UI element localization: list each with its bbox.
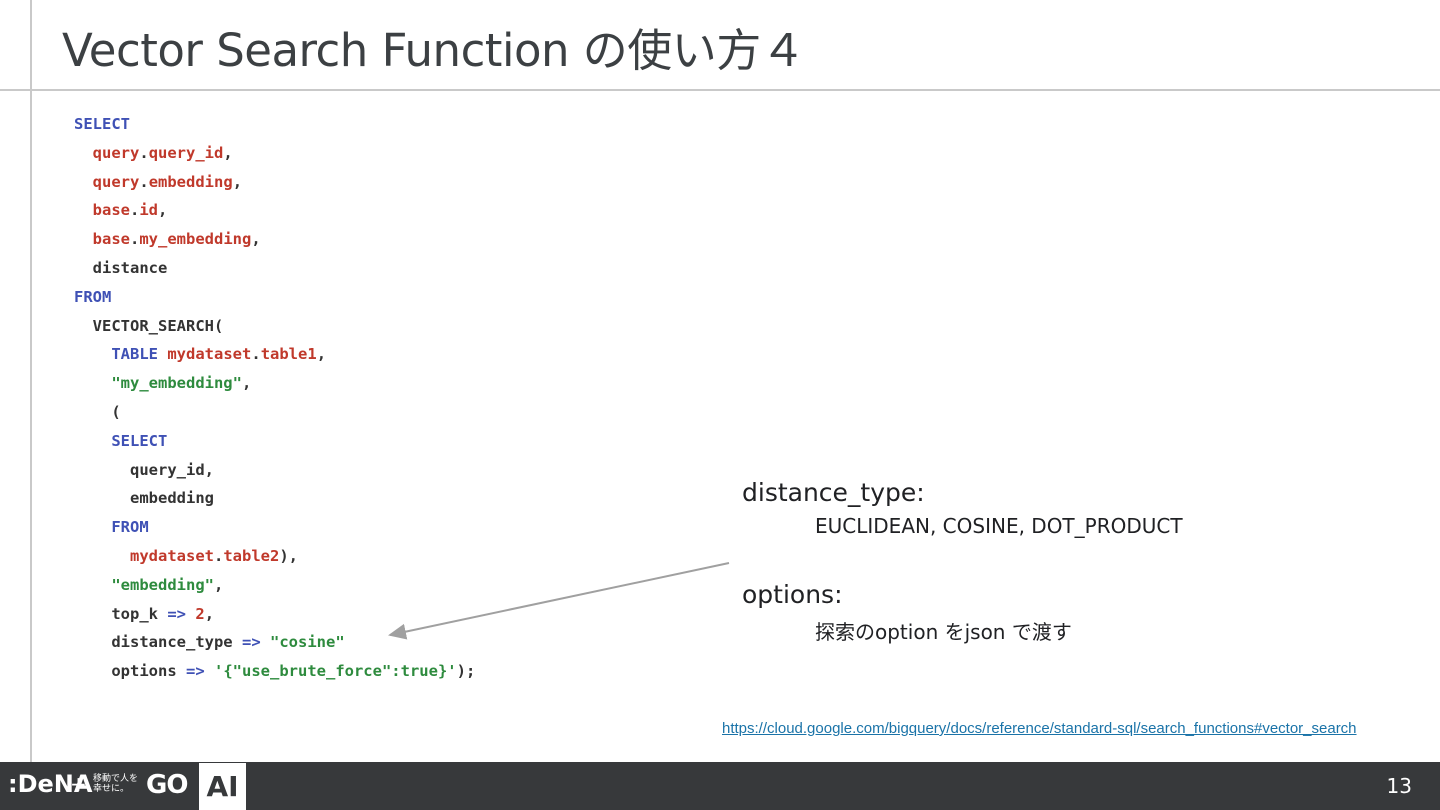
code-line: VECTOR_SEARCH( — [74, 312, 475, 341]
title-rule — [0, 89, 1440, 91]
page-number: 13 — [1386, 774, 1412, 798]
keyword: SELECT — [74, 115, 130, 133]
punct: ( — [111, 402, 121, 421]
go-logo: GO — [146, 770, 188, 800]
identifier: table1 — [260, 345, 317, 364]
distance-type-values: EUCLIDEAN, COSINE, DOT_PRODUCT — [815, 514, 1183, 538]
ai-badge: AI — [199, 763, 246, 810]
code-line: distance_type => "cosine" — [74, 628, 475, 657]
punct: . — [139, 172, 149, 191]
distance-type-label: distance_type: — [742, 478, 925, 507]
code-line: FROM — [74, 283, 475, 312]
punct: . — [130, 230, 140, 249]
code-line: mydataset.table2), — [74, 542, 475, 571]
identifier: base — [92, 230, 130, 249]
identifier: id — [139, 201, 159, 220]
reference-link[interactable]: https://cloud.google.com/bigquery/docs/r… — [722, 720, 1357, 737]
identifier: mydataset — [167, 345, 252, 364]
punct: , — [223, 143, 233, 162]
punct: , — [204, 604, 215, 623]
dena-logo: :DeNA — [8, 770, 93, 798]
punct: , — [158, 201, 168, 220]
code-line: "embedding", — [74, 571, 475, 600]
logo-plus: + — [70, 772, 87, 796]
punct: . — [214, 546, 224, 565]
identifier: base — [92, 201, 130, 220]
identifier: my_embedding — [139, 230, 252, 249]
identifier: table2 — [223, 546, 280, 565]
param-name: options — [111, 662, 186, 681]
code-line: top_k => 2, — [74, 600, 475, 629]
keyword: TABLE — [111, 345, 158, 364]
string-literal: "cosine" — [270, 633, 345, 652]
operator: => — [167, 604, 186, 623]
string-literal: "embedding" — [111, 575, 214, 594]
code-line: base.my_embedding, — [74, 225, 475, 254]
code-line: query.embedding, — [74, 168, 475, 197]
code-line: query_id, — [74, 456, 475, 485]
punct: . — [130, 201, 140, 220]
identifier: query — [92, 143, 140, 162]
options-label: options: — [742, 580, 843, 609]
punct: , — [213, 575, 224, 594]
column-name: query_id, — [130, 460, 214, 479]
keyword: FROM — [111, 518, 149, 537]
column-name: embedding — [130, 489, 214, 508]
param-name: top_k — [111, 604, 168, 623]
go-tagline: 移動で人を幸せに。 — [93, 774, 139, 794]
keyword: FROM — [74, 287, 112, 306]
punct: ), — [279, 546, 299, 565]
left-rule — [30, 0, 32, 762]
punct: , — [232, 172, 243, 191]
punct: , — [251, 230, 261, 249]
number-literal: 2 — [195, 604, 205, 623]
code-line: TABLE mydataset.table1, — [74, 340, 475, 369]
keyword: SELECT — [111, 431, 168, 450]
punct: ); — [456, 662, 476, 681]
code-line: query.query_id, — [74, 139, 475, 168]
options-description: 探索のoption をjson で渡す — [815, 620, 1072, 644]
code-line: SELECT — [74, 427, 475, 456]
sql-code-block: SELECT query.query_id, query.embedding, … — [74, 110, 475, 686]
column-name: distance — [92, 258, 168, 277]
punct: , — [241, 374, 252, 393]
punct: . — [251, 345, 261, 364]
operator: => — [185, 662, 205, 681]
identifier: query_id — [148, 143, 224, 162]
code-line: ( — [74, 398, 475, 427]
string-literal: '{"use_brute_force":true}' — [214, 662, 457, 681]
identifier: query — [92, 172, 140, 191]
code-line: embedding — [74, 484, 475, 513]
param-name: distance_type — [111, 633, 242, 652]
string-literal: "my_embedding" — [111, 374, 242, 393]
function-call: VECTOR_SEARCH( — [92, 316, 224, 335]
code-line: SELECT — [74, 110, 475, 139]
code-line: options => '{"use_brute_force":true}'); — [74, 657, 475, 686]
slide-title: Vector Search Function の使い方４ — [62, 24, 806, 77]
code-line: "my_embedding", — [74, 369, 475, 398]
code-line: base.id, — [74, 196, 475, 225]
punct: , — [316, 345, 327, 364]
punct: . — [139, 143, 149, 162]
operator: => — [241, 633, 261, 652]
code-line: distance — [74, 254, 475, 283]
code-line: FROM — [74, 513, 475, 542]
identifier: mydataset — [130, 546, 214, 565]
ai-badge-text: AI — [206, 770, 239, 803]
identifier: embedding — [148, 172, 233, 191]
